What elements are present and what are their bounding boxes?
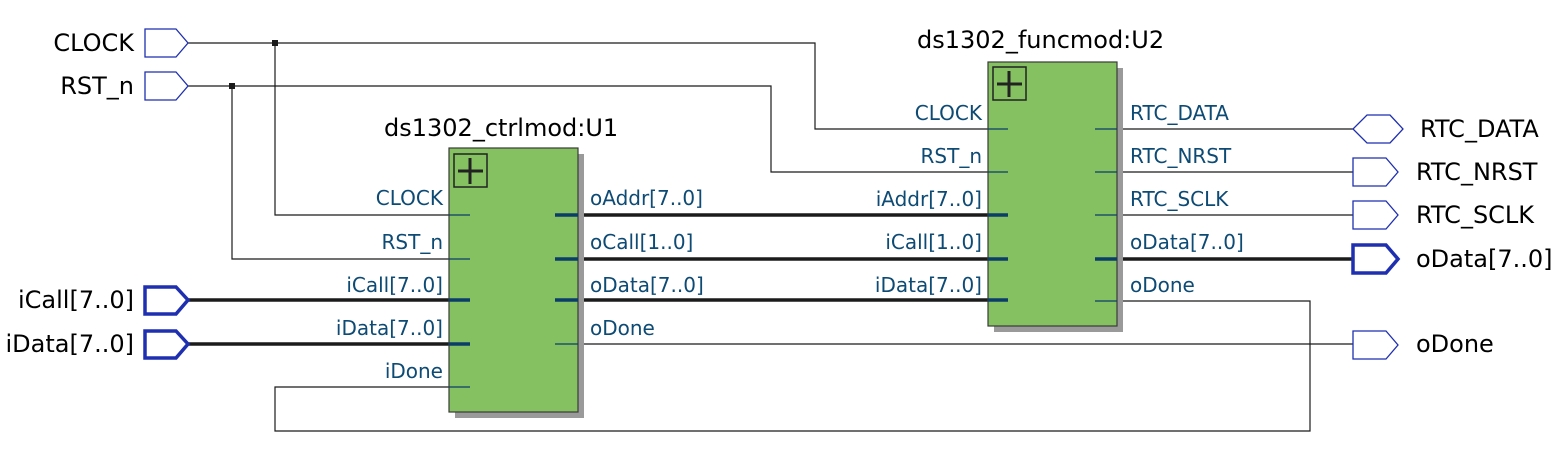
block-u2-title: ds1302_funcmod:U2 xyxy=(917,26,1164,54)
u2-pin-rtc-nrst: RTC_NRST xyxy=(1130,144,1232,168)
u2-pin-odone: oDone xyxy=(1130,273,1195,297)
u1-pin-ocall: oCall[1..0] xyxy=(590,230,693,254)
u1-pin-clock: CLOCK xyxy=(376,186,444,210)
block-u1-title: ds1302_ctrlmod:U1 xyxy=(384,114,618,142)
u1-pin-oaddr: oAddr[7..0] xyxy=(590,186,703,210)
pin-rtc-nrst-icon[interactable] xyxy=(1352,157,1399,187)
u1-pin-icall: iCall[7..0] xyxy=(346,273,443,297)
u1-pin-odata: oData[7..0] xyxy=(590,273,704,297)
output-rtc-sclk-label: RTC_SCLK xyxy=(1416,201,1535,229)
u2-pin-iaddr: iAddr[7..0] xyxy=(876,187,982,211)
block-u2-body[interactable] xyxy=(987,61,1118,327)
u1-pin-rst: RST_n xyxy=(382,230,443,254)
u2-pin-rtc-data: RTC_DATA xyxy=(1130,101,1229,125)
u1-pin-odone: oDone xyxy=(590,316,655,340)
block-u1-body[interactable] xyxy=(448,147,579,413)
wire-clock-u1 xyxy=(274,43,470,216)
junction-dot-clock xyxy=(272,40,278,46)
input-pins: CLOCK RST_n iCall[7..0] iData[7..0] xyxy=(6,28,191,360)
u2-pin-rtc-sclk: RTC_SCLK xyxy=(1130,187,1229,211)
junction-dot-rst xyxy=(229,83,235,89)
output-rtc-nrst-label: RTC_NRST xyxy=(1416,158,1538,186)
input-icall-label: iCall[7..0] xyxy=(18,286,134,314)
wire-rst-u1 xyxy=(231,86,470,260)
output-rtc-data-label: RTC_DATA xyxy=(1420,115,1539,143)
wires xyxy=(188,40,1353,432)
pin-stubs xyxy=(449,128,1117,388)
pin-odone-icon[interactable] xyxy=(1352,330,1399,360)
pin-rst-icon[interactable] xyxy=(144,71,189,101)
u1-pin-idata: iData[7..0] xyxy=(336,316,443,340)
output-odone-label: oDone xyxy=(1416,330,1494,358)
pin-idata-icon[interactable] xyxy=(143,329,191,360)
u2-pin-odata: oData[7..0] xyxy=(1130,230,1244,254)
block-u1[interactable]: ds1302_ctrlmod:U1 CLOCK RST_n iCall[7..0… xyxy=(336,114,704,418)
wire-done-feedback xyxy=(274,300,1311,432)
wire-clock xyxy=(188,42,1008,130)
pin-icall-icon[interactable] xyxy=(143,285,191,316)
input-idata-label: iData[7..0] xyxy=(6,330,135,358)
pin-rtc-data-icon[interactable] xyxy=(1352,114,1404,144)
pin-clock-icon[interactable] xyxy=(144,28,189,58)
u2-pin-clock: CLOCK xyxy=(915,101,983,125)
u2-pin-rst: RST_n xyxy=(921,144,982,168)
pin-rtc-sclk-icon[interactable] xyxy=(1352,200,1399,230)
pin-odata-icon[interactable] xyxy=(1351,243,1401,275)
output-odata-label: oData[7..0] xyxy=(1416,245,1553,273)
input-clock-label: CLOCK xyxy=(53,29,135,57)
u2-pin-idata: iData[7..0] xyxy=(875,273,982,297)
u2-pin-icall: iCall[1..0] xyxy=(885,230,982,254)
u1-pin-idone: iDone xyxy=(385,359,443,383)
wire-rst xyxy=(188,85,1008,173)
block-u2[interactable]: ds1302_funcmod:U2 CLOCK RST_n iAddr[7..0… xyxy=(875,26,1244,332)
output-pins: RTC_DATA RTC_NRST RTC_SCLK oData[7..0] o… xyxy=(1351,114,1553,360)
input-rst-label: RST_n xyxy=(60,72,134,100)
